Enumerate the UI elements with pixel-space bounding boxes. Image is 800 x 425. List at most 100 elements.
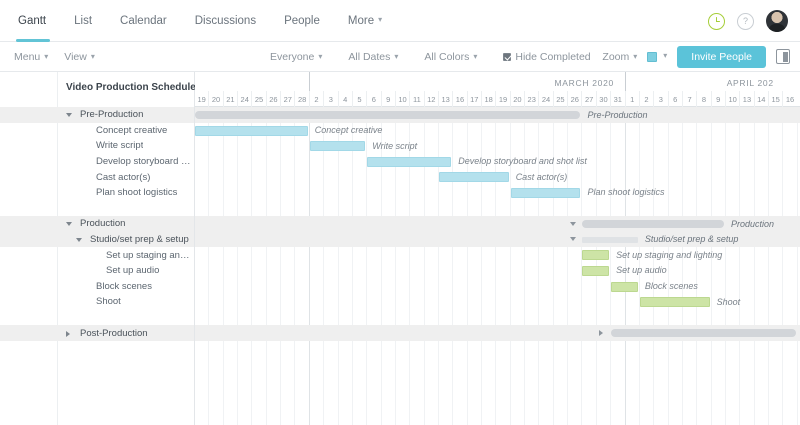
sidebar-task-row[interactable]: Plan shoot logistics: [0, 185, 194, 201]
all-dates-filter[interactable]: All Dates▾: [348, 51, 398, 63]
gantt-summary-bar[interactable]: [611, 329, 796, 338]
gantt-task-bar[interactable]: [309, 141, 366, 152]
gantt-task-bar[interactable]: [510, 187, 581, 198]
grid-line: [638, 107, 640, 425]
grid-line: [380, 107, 382, 425]
avatar[interactable]: [766, 10, 788, 32]
gantt-bar-label: Develop storyboard and shot list: [458, 156, 587, 167]
all-colors-filter[interactable]: All Colors▾: [424, 51, 477, 63]
day-cell: 21: [222, 91, 237, 107]
sidebar-item-label: Concept creative: [96, 124, 168, 136]
hide-completed-toggle[interactable]: Hide Completed: [503, 50, 591, 63]
tab-list[interactable]: List: [60, 0, 106, 42]
gantt-summary-bar[interactable]: [195, 111, 581, 119]
sidebar-gutter: [0, 72, 58, 425]
sidebar-task-row[interactable]: Set up staging and lighting: [0, 247, 194, 263]
day-cell: 14: [753, 91, 768, 107]
day-cell: 11: [409, 91, 423, 107]
gantt-task-bar[interactable]: [195, 125, 308, 136]
grid-line: [222, 107, 224, 425]
expand-triangle-icon[interactable]: [66, 330, 70, 337]
gantt-summary-bar[interactable]: [582, 220, 724, 229]
grid-line: [509, 107, 511, 425]
invite-people-button[interactable]: Invite People: [677, 45, 766, 68]
menu-dropdown[interactable]: Menu▾: [14, 51, 48, 63]
collapse-triangle-icon[interactable]: [76, 237, 82, 242]
tab-calendar[interactable]: Calendar: [106, 0, 181, 42]
help-icon[interactable]: ?: [737, 12, 754, 30]
gantt-task-bar[interactable]: [611, 281, 638, 292]
day-cell: 24: [237, 91, 251, 107]
sidebar-task-row[interactable]: Block scenes: [0, 279, 194, 295]
clock-icon[interactable]: [708, 12, 725, 30]
gantt-bar-label: Block scenes: [644, 281, 698, 292]
sidebar-task-row[interactable]: Develop storyboard and sh...: [0, 154, 194, 170]
chevron-down-icon: ▾: [378, 15, 383, 24]
view-dropdown[interactable]: View▾: [64, 51, 95, 63]
tab-gantt[interactable]: Gantt: [14, 0, 60, 42]
chevron-down-icon[interactable]: ▾: [663, 51, 668, 60]
panel-toggle-icon[interactable]: [776, 49, 790, 64]
month-separator: [624, 72, 626, 91]
tab-people[interactable]: People: [270, 0, 334, 42]
zoom-color-swatch[interactable]: [647, 51, 658, 62]
gantt-task-bar[interactable]: [639, 297, 710, 308]
gantt-task-bar[interactable]: [367, 156, 452, 167]
gantt-task-bar[interactable]: [438, 172, 509, 183]
day-cell: 13: [739, 91, 753, 107]
gantt-summary-bar[interactable]: [582, 236, 638, 243]
sidebar-task-row[interactable]: Set up audio: [0, 263, 194, 279]
month-label: APRIL 202: [726, 78, 774, 88]
day-cell: 23: [524, 91, 538, 107]
sidebar-task-row[interactable]: Concept creative: [0, 123, 194, 139]
nav-right-icons: ?: [708, 0, 788, 42]
day-cell: 6: [366, 91, 380, 107]
collapse-triangle-icon[interactable]: [570, 237, 577, 242]
grid-line: [796, 107, 798, 425]
sidebar-group-row[interactable]: Production: [0, 216, 194, 232]
sidebar-group-row[interactable]: Post-Production: [0, 325, 194, 341]
collapse-triangle-icon[interactable]: [570, 221, 577, 226]
sidebar-task-row[interactable]: Shoot: [0, 294, 194, 310]
gantt-task-bar[interactable]: [582, 265, 610, 276]
grid-line: [739, 107, 741, 425]
grid-line: [265, 107, 267, 425]
day-cell: 9: [380, 91, 395, 107]
day-cell: 31: [610, 91, 624, 107]
day-cell: 26: [567, 91, 581, 107]
hide-completed-label: Hide Completed: [515, 50, 591, 63]
sidebar-task-row[interactable]: Cast actor(s): [0, 169, 194, 185]
day-cell: 8: [696, 91, 710, 107]
chart-row: Plan shoot logistics: [195, 185, 800, 201]
grid-line: [538, 107, 540, 425]
sidebar-item-label: Plan shoot logistics: [96, 187, 178, 199]
gantt-task-bar[interactable]: [582, 250, 610, 261]
sidebar-group-row[interactable]: Pre-Production: [0, 107, 194, 123]
gantt-bar-label: Shoot: [716, 296, 741, 307]
tab-discussions[interactable]: Discussions: [181, 0, 270, 42]
sidebar-spacer: [0, 201, 194, 217]
grid-line: [452, 107, 454, 425]
collapse-triangle-icon[interactable]: [66, 222, 72, 227]
checkbox-icon[interactable]: [503, 52, 512, 61]
tab-label: More: [347, 14, 375, 27]
month-label: MARCH 2020: [554, 78, 614, 88]
everyone-filter[interactable]: Everyone▾: [270, 51, 322, 63]
chart-row: [195, 310, 800, 326]
day-cell: 3: [323, 91, 337, 107]
main-area: Video Production Schedule Pre-Production…: [0, 72, 800, 425]
chevron-down-icon: ▾: [44, 51, 49, 61]
tab-more[interactable]: More▾: [334, 0, 396, 42]
sidebar-group-row[interactable]: Studio/set prep & setup: [0, 231, 194, 248]
chart-row: Write script: [195, 138, 800, 154]
zoom-dropdown[interactable]: Zoom▾: [602, 51, 637, 63]
collapse-triangle-icon[interactable]: [66, 113, 72, 117]
grid-line: [768, 107, 769, 425]
day-cell: 26: [265, 91, 280, 107]
sidebar-task-row[interactable]: Write script: [0, 138, 194, 154]
expand-triangle-icon[interactable]: [599, 330, 604, 337]
grid-line: [251, 107, 253, 425]
day-cell: 28: [294, 91, 308, 107]
